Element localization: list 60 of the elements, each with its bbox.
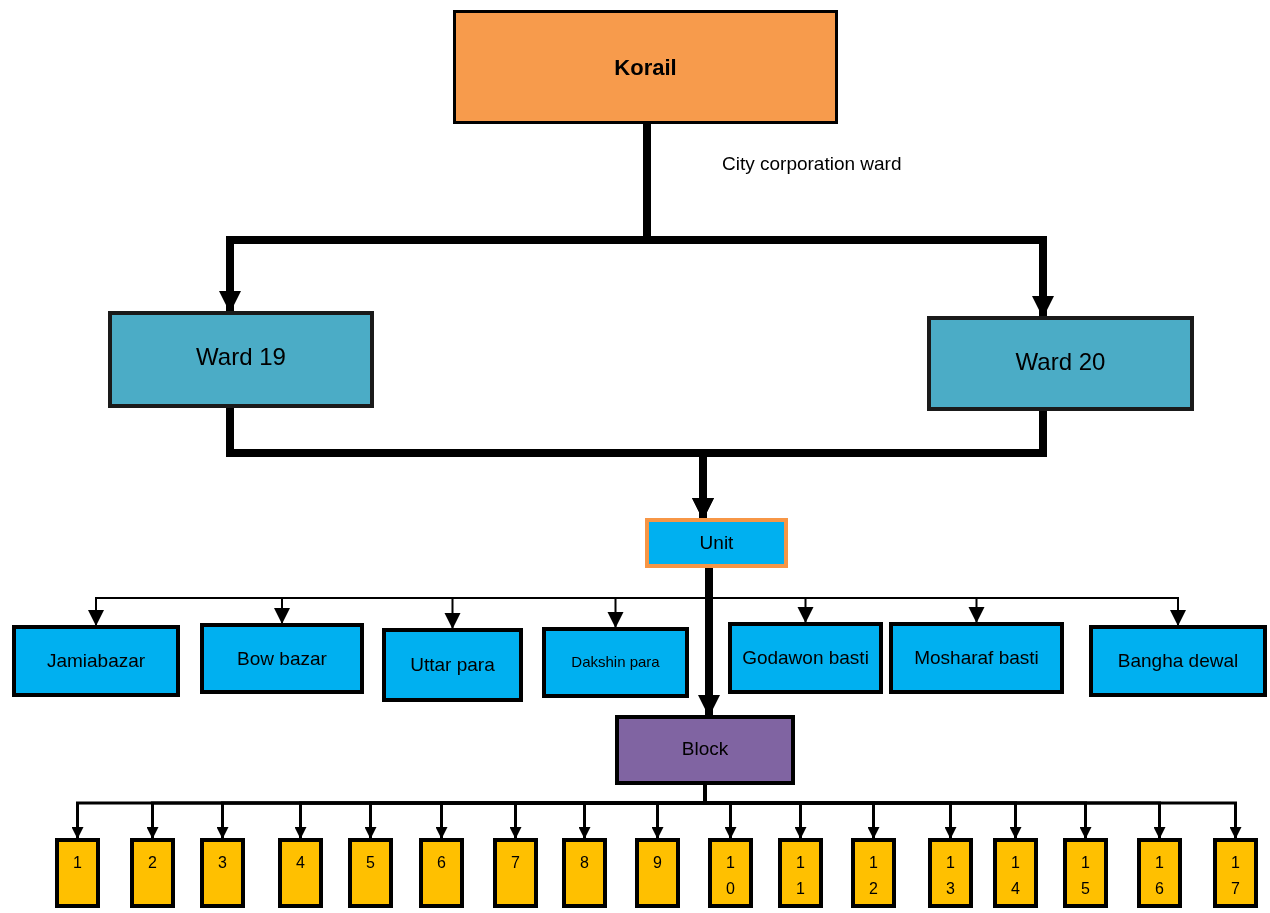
node-label: 9	[653, 853, 662, 873]
number-box	[278, 838, 323, 908]
number-box	[928, 838, 973, 908]
ward-box	[108, 311, 374, 408]
node-label: 2	[148, 853, 157, 873]
number-box	[851, 838, 896, 908]
number-box	[200, 838, 245, 908]
number-box	[993, 838, 1038, 908]
node-label: 10	[726, 853, 735, 899]
arrow	[698, 568, 720, 717]
node-label: Korail	[614, 53, 677, 82]
node-label: Bow bazar	[237, 646, 327, 671]
area-box	[889, 622, 1064, 694]
root-box	[453, 10, 838, 124]
node-label: Jamiabazar	[46, 649, 146, 673]
number-box	[778, 838, 823, 908]
node-label: 15	[1081, 853, 1090, 899]
node-label: Ward 19	[196, 342, 286, 372]
number-box	[708, 838, 753, 908]
node-label: 8	[580, 853, 589, 873]
node-label: 12	[869, 853, 878, 899]
ward-box	[927, 316, 1194, 411]
node-label: 16	[1155, 853, 1164, 899]
area-box	[200, 623, 364, 694]
number-box	[493, 838, 538, 908]
node-label: 4	[296, 853, 305, 873]
node-label: 17	[1231, 853, 1240, 899]
number-box	[562, 838, 607, 908]
area-box	[382, 628, 523, 702]
node-label: Godawon basti	[742, 646, 869, 670]
area-box	[728, 622, 883, 694]
number-box	[55, 838, 100, 908]
number-box	[1137, 838, 1182, 908]
annotation-text: City corporation ward	[722, 152, 902, 176]
node-label: Bangha dewal	[1117, 649, 1239, 673]
number-box	[419, 838, 464, 908]
node-label: 1	[73, 853, 82, 873]
node-label: 11	[796, 853, 805, 899]
node-label: 5	[366, 853, 375, 873]
area-box	[542, 627, 689, 698]
area-box	[1089, 625, 1267, 697]
node-label: Mosharaf basti	[914, 646, 1039, 670]
node-label: 6	[437, 853, 446, 873]
node-label: Ward 20	[1015, 347, 1106, 377]
number-box	[1213, 838, 1258, 908]
node-label: Block	[681, 737, 729, 761]
number-box	[130, 838, 175, 908]
number-box	[635, 838, 680, 908]
unit-box	[645, 518, 788, 568]
node-label: Dakshin para	[571, 653, 660, 672]
number-box	[348, 838, 393, 908]
node-label: 14	[1011, 853, 1020, 899]
node-label: Uttar para	[410, 653, 495, 677]
number-box	[1063, 838, 1108, 908]
block-box	[615, 715, 795, 785]
node-label: Unit	[699, 530, 734, 555]
area-box	[12, 625, 180, 697]
node-label: 13	[946, 853, 955, 899]
node-label: 7	[511, 853, 520, 873]
node-label: 3	[218, 853, 227, 873]
